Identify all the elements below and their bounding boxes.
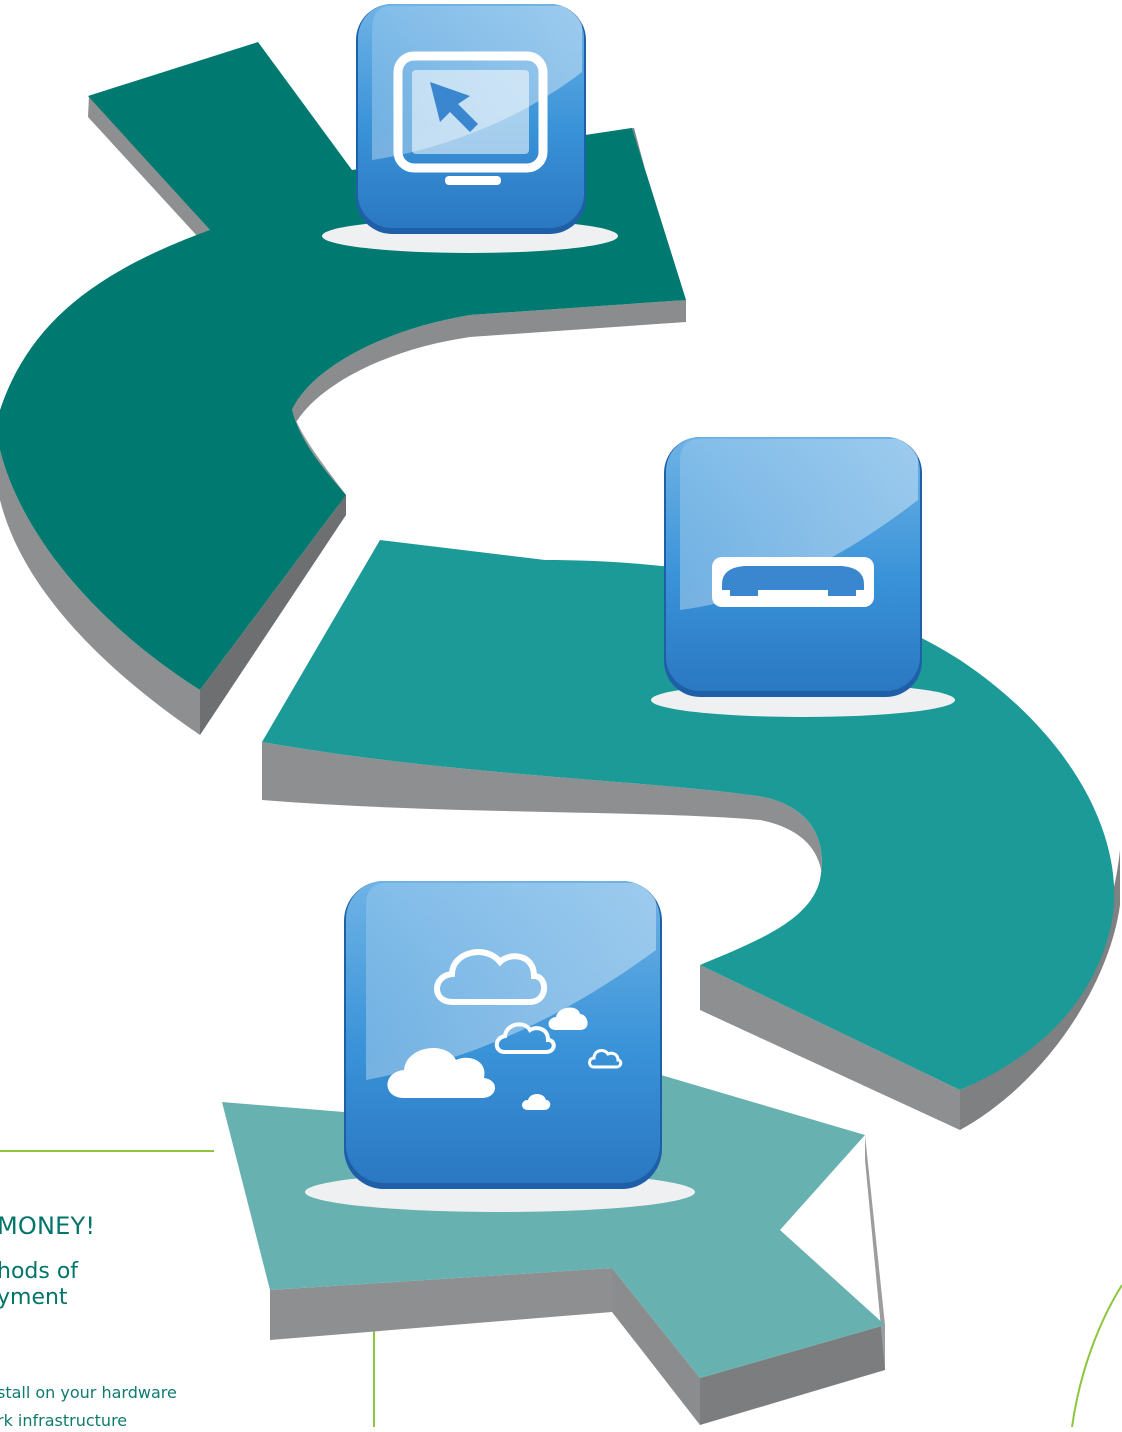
body-text-line-2: rk infrastructure	[0, 1411, 128, 1430]
phone-tile	[651, 437, 955, 717]
subheading-line-2: yment	[0, 1285, 68, 1310]
subheading-line-1: hods of	[0, 1259, 79, 1284]
clouds-icon	[434, 949, 623, 1069]
monitor-cursor-icon	[393, 51, 548, 185]
decorative-curve	[1071, 1284, 1122, 1427]
monitor-tile	[322, 4, 618, 253]
clouds-tile	[305, 881, 695, 1212]
body-text-line-1: stall on your hardware	[0, 1383, 177, 1402]
headline-text: MONEY!	[0, 1212, 96, 1240]
phone-handset-icon	[712, 557, 874, 607]
